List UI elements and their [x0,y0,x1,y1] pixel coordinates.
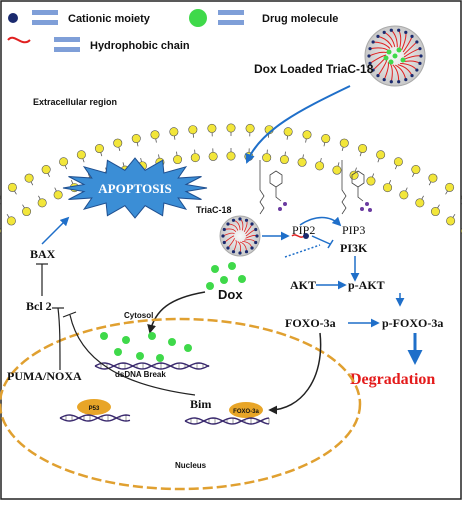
extracellular-label: Extracellular region [33,97,117,107]
pakt-label: p-AKT [348,278,385,292]
puma-bcl2-inhibit [58,308,60,370]
bim-bcl2-inhibit [70,315,195,395]
pip3-label: PIP3 [342,223,365,237]
legend-cationic-label: Cationic moiety [68,13,151,25]
pfoxo-label: p-FOXO-3a [382,316,443,330]
monomer-pi3k-inhibit [312,236,330,244]
akt-label: AKT [290,278,316,292]
foxo-label: FOXO-3a [285,316,336,330]
cytosol-label: Cytosol [124,311,153,320]
p53-label: P53 [89,406,100,412]
bax-to-apoptosis-arrow [42,218,68,244]
dox-cluster [206,262,246,290]
dsdna-helix [95,363,209,369]
bcl2-label: Bcl 2 [26,299,52,313]
pip3-structure [342,160,372,214]
dsdna-label: dsDNA Break [115,370,166,379]
nucleus-dox [100,332,192,362]
hydrophobic-chain-icon [8,38,30,43]
apoptosis-label: APOPTOSIS [98,181,171,196]
loaded-micelle-top [365,26,425,86]
pip2-structure [260,160,287,214]
dotted-inhibit [285,245,320,257]
puma-noxa-label: PUMA/NOXA [7,369,82,383]
triac-label: TriaC-18 [196,205,232,215]
foxo-to-bim-arrow [270,333,321,410]
dna-right [185,418,269,424]
cationic-moiety-icon [8,13,18,23]
dna-left [60,415,130,421]
legend-drug-label: Drug molecule [262,13,338,25]
bax-label: BAX [30,247,56,261]
legend: Cationic moiety Drug molecule Hydrophobi… [8,9,338,52]
foxo-small-label: FOXO-3a [233,409,259,415]
dox-loaded-title: Dox Loaded TriaC-18 [254,62,374,76]
nucleus-label: Nucleus [175,461,207,470]
dox-label: Dox [218,287,243,302]
bim-label: Bim [190,397,211,411]
drug-molecule-icon [189,9,207,27]
pi3k-label: PI3K [340,241,368,255]
legend-hydrophobic-label: Hydrophobic chain [90,40,190,52]
degradation-label: Degradation [350,371,435,388]
entry-arrow [247,86,350,162]
monomer-head [303,233,309,239]
triac-micelle [220,216,260,256]
dox-to-nucleus-arrow [150,292,205,332]
